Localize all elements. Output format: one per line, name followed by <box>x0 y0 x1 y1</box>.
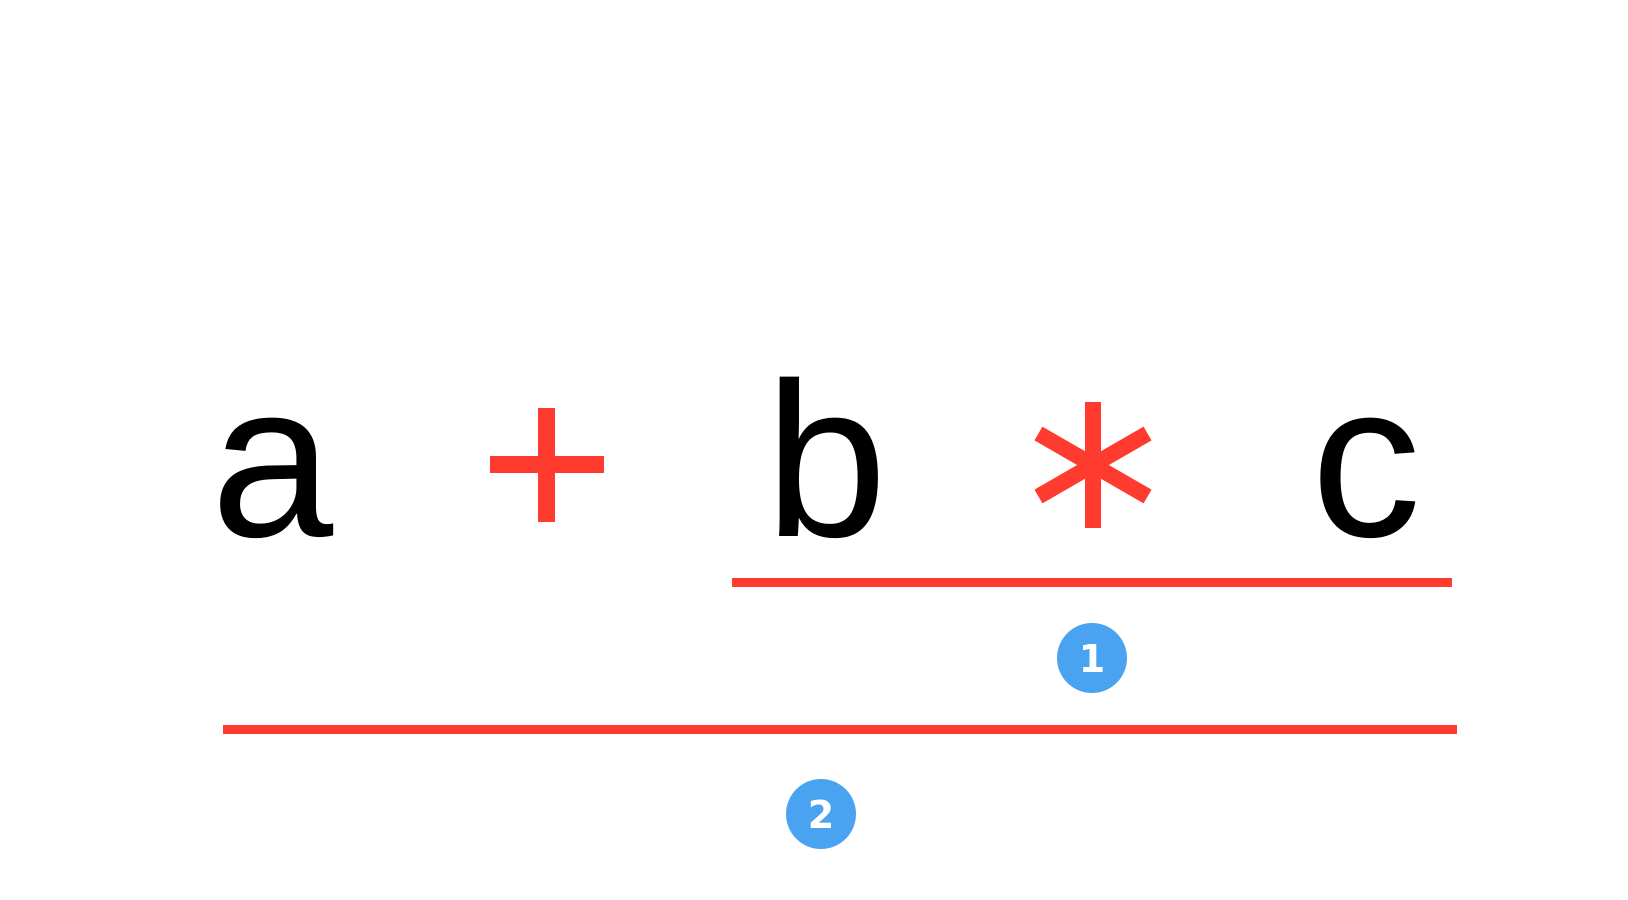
grouping-inner-line <box>732 578 1452 587</box>
operator-plus-icon <box>490 408 604 522</box>
operator-asterisk-icon <box>1034 402 1152 528</box>
operand-b: b <box>765 337 887 583</box>
grouping-outer-badge-label: 2 <box>808 793 834 837</box>
grouping-inner-badge-label: 1 <box>1079 637 1105 681</box>
grouping-outer-badge: 2 <box>786 779 856 849</box>
grouping-inner-badge: 1 <box>1057 623 1127 693</box>
operand-a: a <box>211 337 334 583</box>
operand-c: c <box>1311 337 1421 583</box>
grouping-outer-line <box>223 725 1457 734</box>
